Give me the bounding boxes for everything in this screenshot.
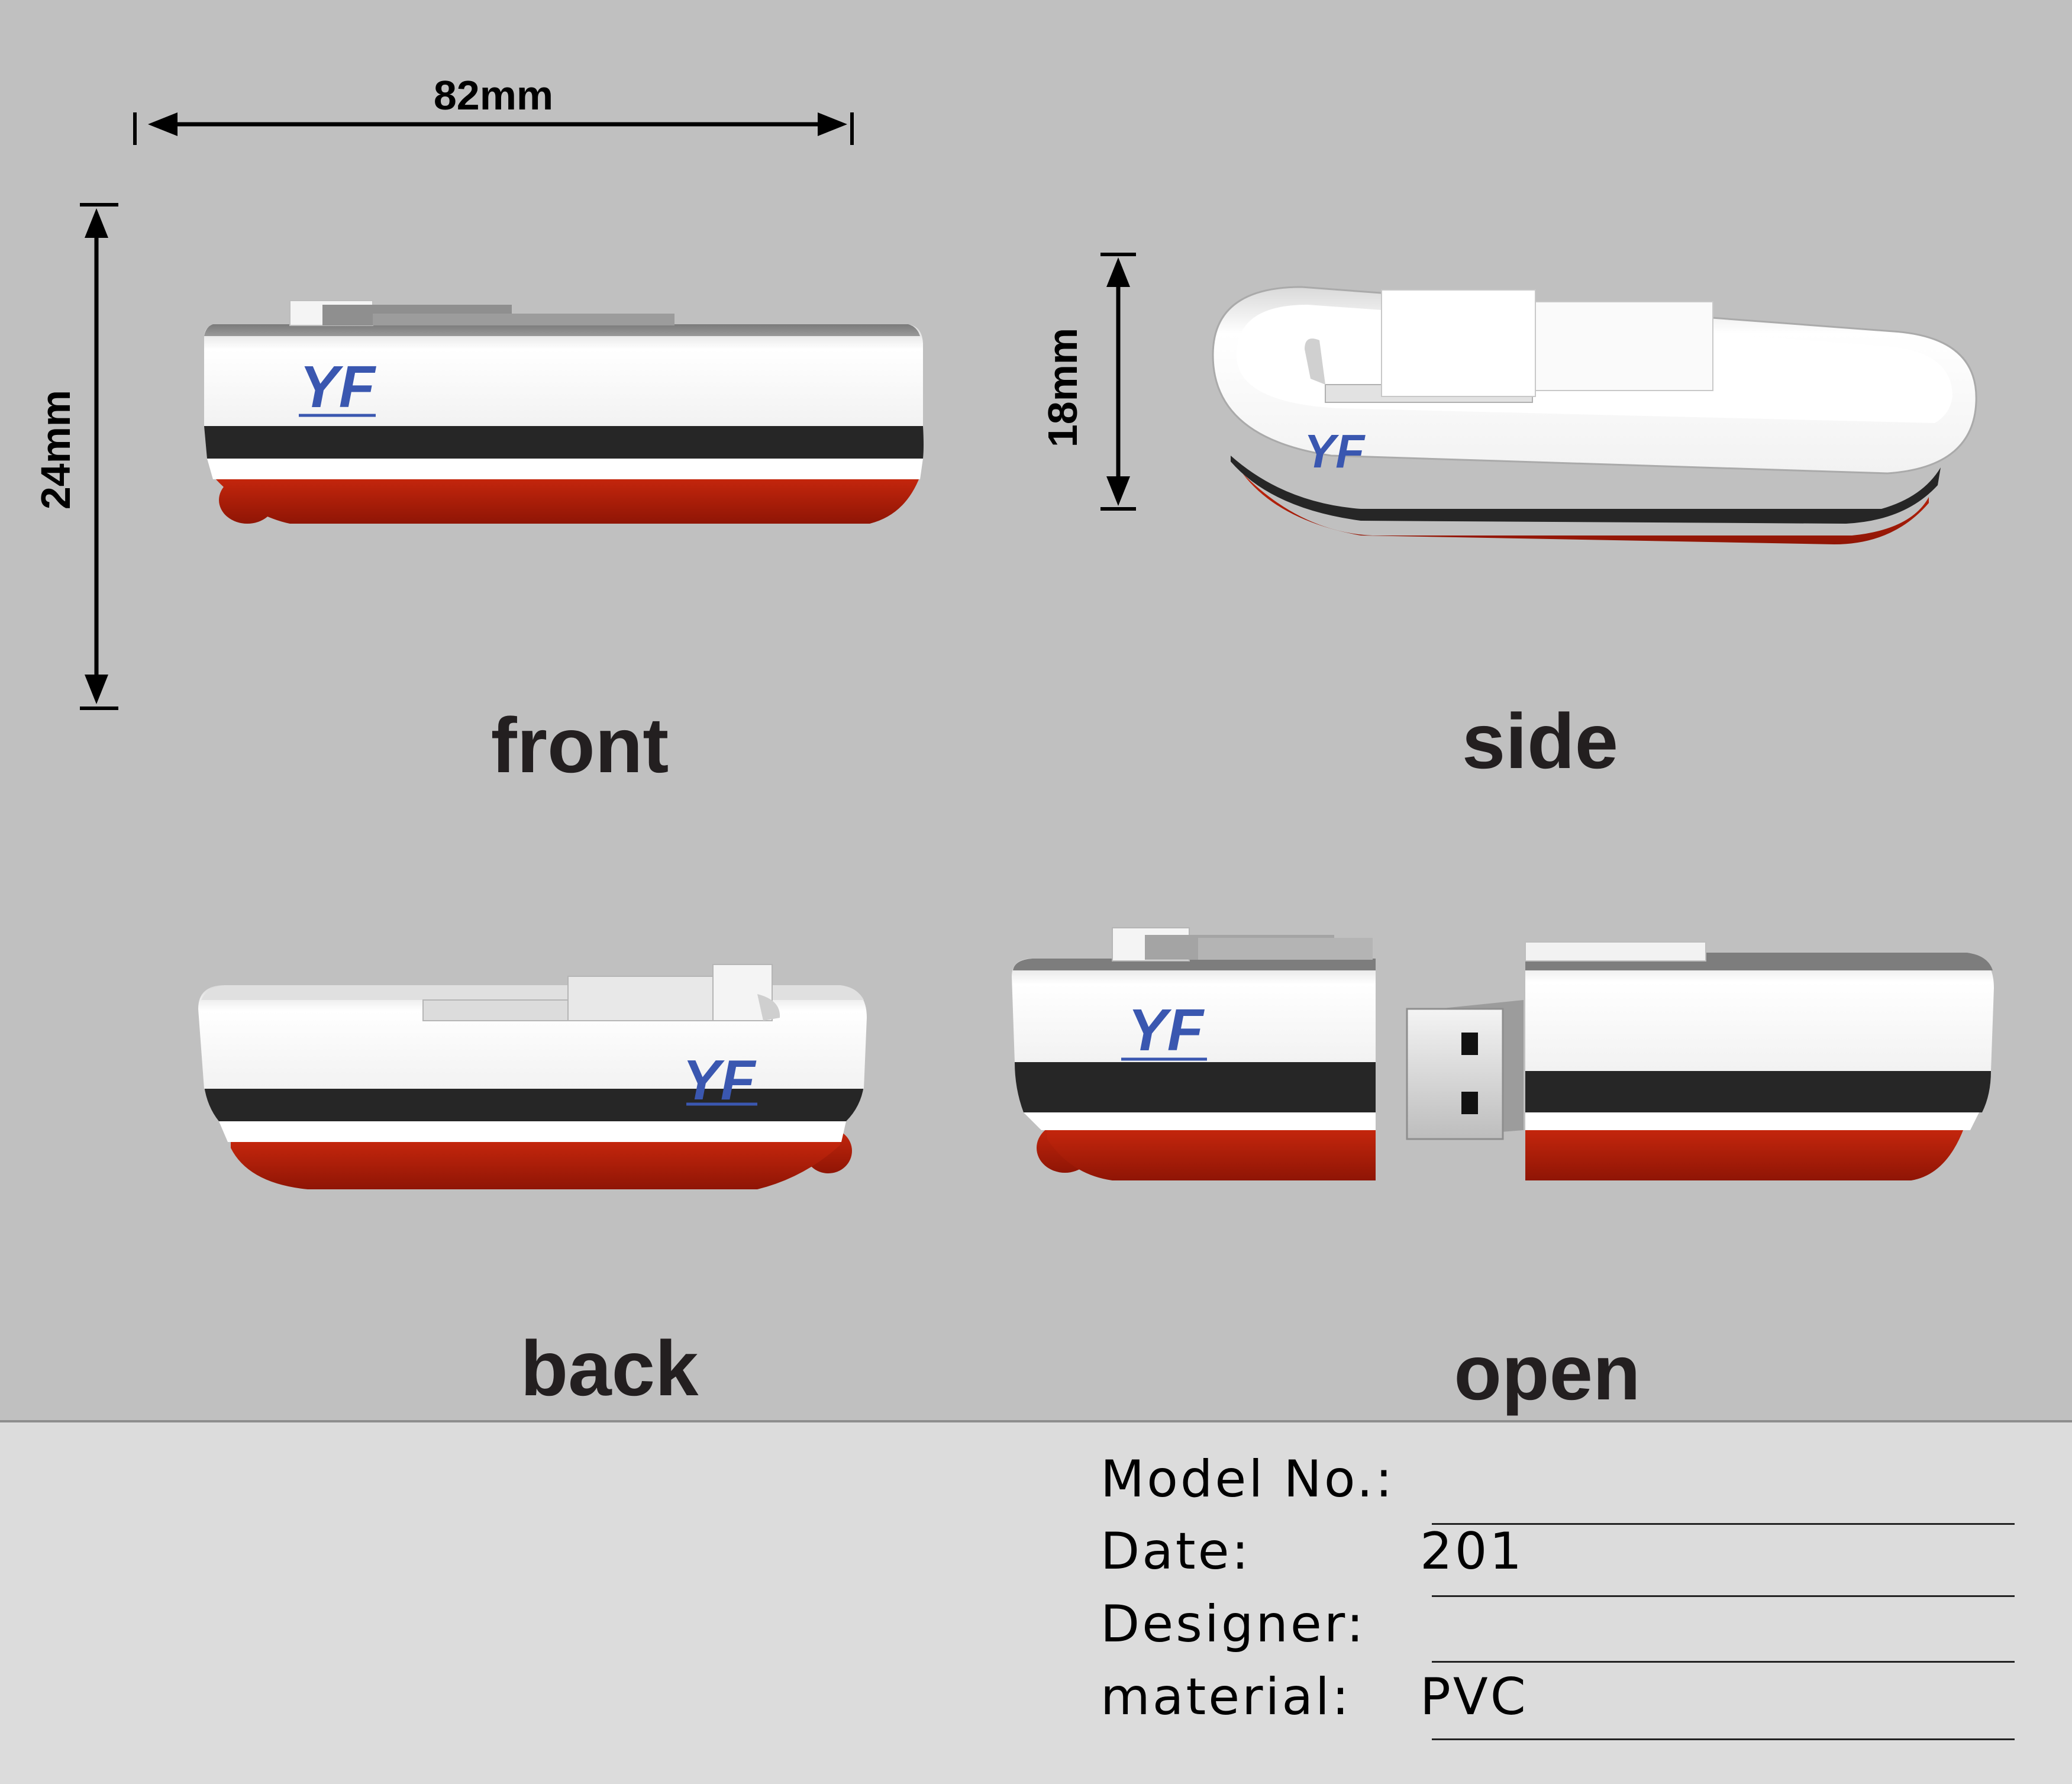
side-view-model: YF: [1212, 286, 1977, 544]
back-logo: YF: [683, 1049, 757, 1112]
product-drawing: 82mm 24mm 18mm: [33, 72, 1994, 1416]
back-view-model: YF: [198, 964, 867, 1189]
designer-label: Designer:: [1100, 1595, 1366, 1654]
model-label: Model No.:: [1100, 1450, 1395, 1509]
material-underline: [1432, 1738, 2015, 1740]
back-view-label: back: [521, 1325, 699, 1412]
front-logo: YF: [299, 354, 377, 420]
material-label: material:: [1100, 1667, 1351, 1727]
designer-underline: [1432, 1661, 2015, 1663]
dimension-height: 24mm: [33, 203, 118, 710]
date-underline: [1432, 1595, 2015, 1597]
depth-dimension-label: 18mm: [1040, 328, 1086, 447]
width-dimension-label: 82mm: [434, 72, 553, 118]
open-view-model: YF: [1012, 927, 1994, 1180]
front-view-model: YF: [204, 300, 924, 524]
designer-row: Designer:: [1100, 1595, 2023, 1666]
material-row: material: PVC: [1100, 1667, 2023, 1740]
front-view-label: front: [491, 702, 669, 789]
model-underline: [1432, 1523, 2015, 1525]
model-row: Model No.:: [1100, 1450, 2023, 1525]
material-value[interactable]: PVC: [1420, 1667, 1528, 1727]
date-value[interactable]: 201: [1420, 1522, 1525, 1581]
dimension-width: 82mm: [133, 72, 854, 145]
side-view-label: side: [1462, 698, 1618, 785]
open-view-label: open: [1454, 1329, 1640, 1416]
date-label: Date:: [1100, 1522, 1251, 1581]
usb-connector: [1406, 1000, 1524, 1140]
date-row: Date: 201: [1100, 1522, 2023, 1597]
height-dimension-label: 24mm: [33, 390, 79, 509]
open-logo: YF: [1128, 997, 1205, 1063]
dimension-depth: 18mm: [1040, 253, 1136, 511]
side-logo: YF: [1304, 425, 1366, 478]
